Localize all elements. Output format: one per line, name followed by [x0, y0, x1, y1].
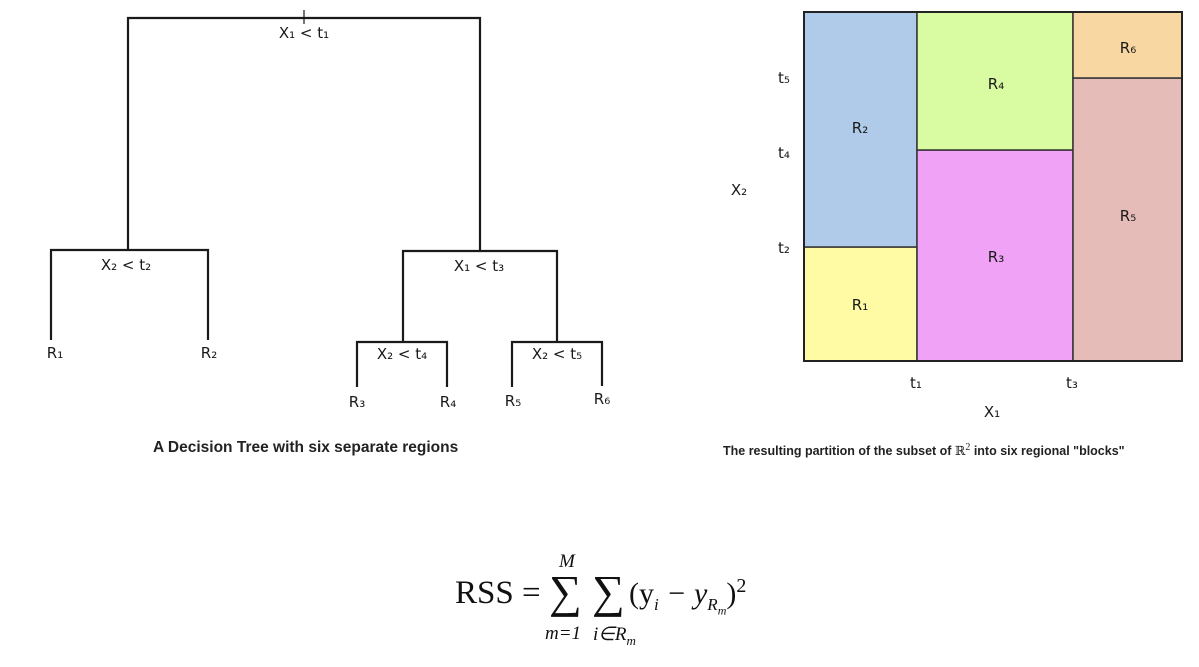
formula-term-hat-sub: Rm — [707, 595, 727, 618]
partition-labels: R₁ R₂ R₃ R₄ R₅ R₆ t₅ t₄ t₂ X₂ t₁ t₃ X₁ — [731, 39, 1136, 421]
tree-leaf-r3: R₃ — [349, 393, 365, 411]
tree-leaf-r5: R₅ — [505, 392, 521, 410]
y-axis-label: X₂ — [731, 181, 747, 199]
partition-caption-exponent: 2 — [965, 442, 971, 453]
formula-lhs: RSS = — [455, 575, 541, 611]
region-r6-label: R₆ — [1120, 39, 1136, 57]
formula-term-open: (y — [629, 577, 654, 610]
region-r5 — [1072, 77, 1183, 362]
tree-left-split-label: X₂ < t₂ — [101, 256, 151, 274]
tree-root-branch — [126, 16, 482, 251]
tree-root-split-label: X₁ < t₁ — [279, 24, 329, 42]
formula-term-hat-sub-sub: m — [717, 603, 727, 618]
y-tick-t4: t₄ — [778, 144, 790, 162]
formula-outer-upper: M — [559, 551, 575, 572]
tree-labels: X₁ < t₁ X₂ < t₂ X₁ < t₃ X₂ < t₄ X₂ < t₅ … — [47, 24, 610, 411]
y-tick-t5: t₅ — [778, 69, 790, 87]
region-r4 — [916, 11, 1074, 151]
tree-leaf-r1: R₁ — [47, 344, 63, 362]
partition-caption: The resulting partition of the subset of… — [723, 442, 1125, 458]
region-r5-label: R₅ — [1120, 207, 1136, 225]
tree-right-right-branch — [510, 340, 604, 387]
region-r1 — [803, 246, 918, 362]
region-r3 — [916, 149, 1074, 362]
x-axis-label: X₁ — [984, 403, 1000, 421]
formula-term-minus: − y — [658, 577, 708, 610]
tree-right-left-split-label: X₂ < t₄ — [377, 345, 427, 363]
tree-right-left-branch — [355, 340, 449, 387]
tree-leaf-r4: R₄ — [440, 393, 456, 411]
tree-right-right-split-label: X₂ < t₅ — [532, 345, 582, 363]
tree-right-split-label: X₁ < t₃ — [454, 257, 504, 275]
tree-caption: A Decision Tree with six separate region… — [153, 439, 459, 456]
decision-tree — [49, 10, 604, 387]
formula-outer-lower: m=1 — [545, 623, 582, 644]
x-tick-t3: t₃ — [1066, 374, 1078, 392]
region-r1-label: R₁ — [852, 296, 868, 314]
formula-term-hat-sub-text: R — [707, 595, 718, 614]
tree-right-branch — [401, 249, 559, 342]
partition-caption-set-symbol: ℝ — [954, 443, 966, 459]
tree-left-branch — [49, 248, 210, 340]
region-r2 — [803, 11, 918, 248]
tree-leaf-r2: R₂ — [201, 344, 217, 362]
formula-term: (yi − yRm)2 — [629, 575, 746, 618]
y-tick-t2: t₂ — [778, 239, 790, 257]
formula-inner-sigma: ∑ — [592, 566, 625, 617]
formula-term-close: ) — [726, 577, 737, 610]
rss-formula: RSS = M ∑ m=1 ∑ i∈Rm (yi − yRm)2 — [455, 545, 815, 655]
partition-caption-text-before: The resulting partition of the subset of — [723, 444, 955, 459]
formula-outer-sigma: ∑ — [549, 566, 582, 617]
formula-inner-lower-text: i∈R — [593, 624, 627, 645]
formula-exponent: 2 — [736, 575, 747, 597]
formula-inner-lower-sub: m — [626, 632, 636, 648]
partition-caption-text-after: into six regional "blocks" — [970, 444, 1125, 459]
region-r3-label: R₃ — [988, 248, 1004, 266]
formula-term-sub-i: i — [654, 595, 659, 614]
region-r2-label: R₂ — [852, 119, 868, 137]
region-r4-label: R₄ — [988, 75, 1004, 93]
formula-inner-lower: i∈Rm — [593, 623, 636, 649]
x-tick-t1: t₁ — [910, 374, 922, 392]
partition-border — [803, 11, 1183, 362]
tree-leaf-r6: R₆ — [594, 390, 610, 408]
partition-plot — [803, 11, 1183, 362]
